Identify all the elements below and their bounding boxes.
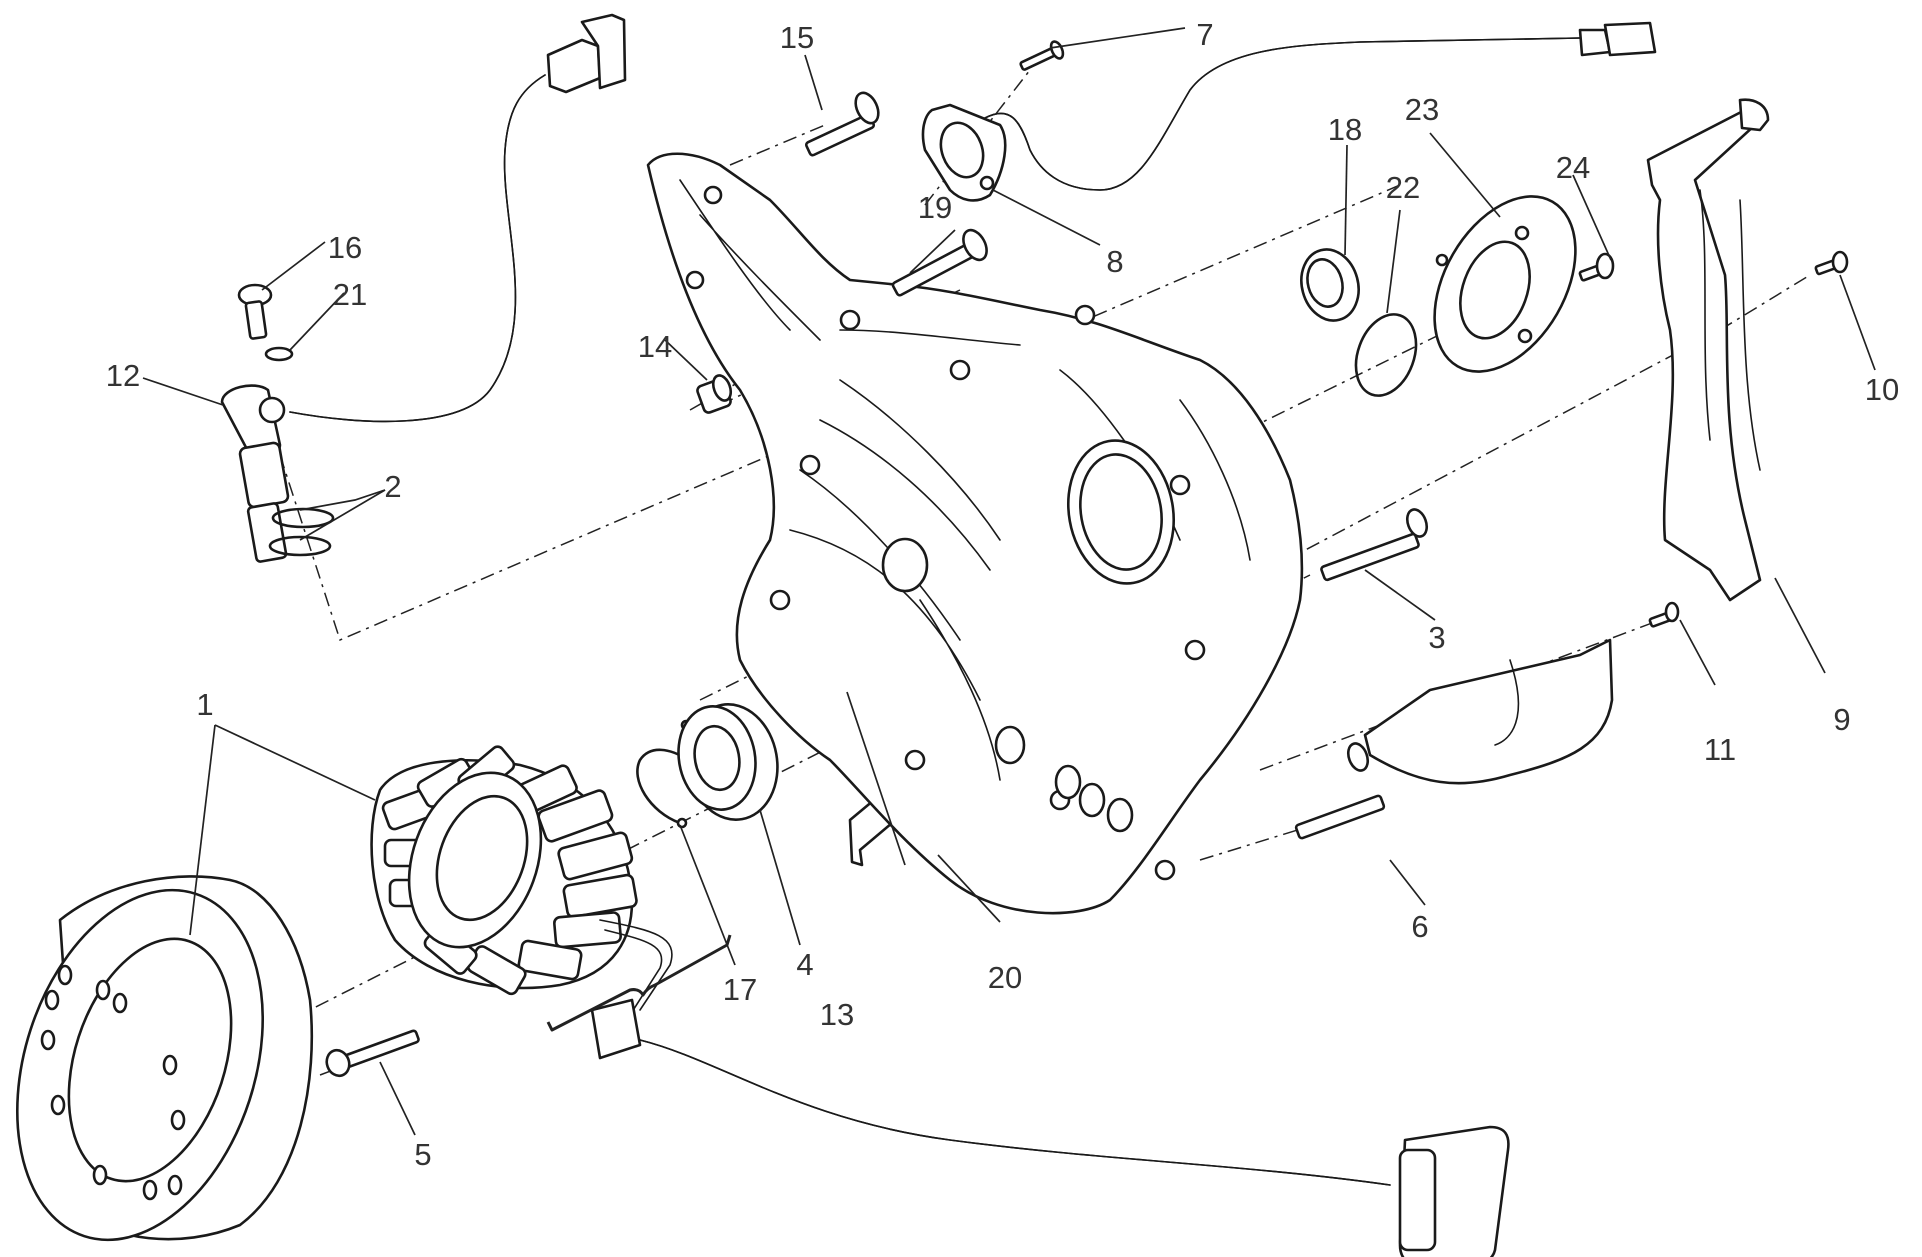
callout-19: 19: [918, 190, 952, 225]
part-22-circlip: [1354, 313, 1418, 397]
callout-12: 12: [106, 358, 140, 393]
part-14-dowel: [696, 374, 733, 414]
callout-16: 16: [328, 230, 362, 265]
part-13-generator-cover: [646, 152, 1304, 915]
part-21-washer: [264, 346, 294, 362]
part-18-oil-seal: [1300, 248, 1360, 322]
callout-labels: 1 2 3 4 5 6 7 8 9 10 11 12 13 14 15 16 1…: [106, 17, 1899, 1172]
part-10-screw: [1814, 250, 1849, 276]
part-1-rotor: [15, 875, 314, 1242]
callout-18: 18: [1328, 112, 1362, 147]
sensor-body: [220, 384, 290, 563]
part-23-plate: [1433, 195, 1577, 373]
axis-bolt-15: [729, 124, 826, 166]
bracket-13: [546, 934, 732, 1032]
callout-10: 10: [1865, 372, 1899, 407]
callout-17: 17: [723, 972, 757, 1007]
part-4-bearing: [677, 703, 779, 821]
part-3-bolt: [1320, 508, 1429, 582]
stator-cable-connector: [1398, 1125, 1510, 1257]
axis-screw-10: [1719, 274, 1811, 331]
part-24-screw: [1578, 252, 1615, 282]
callout-8: 8: [1106, 244, 1123, 279]
part-15-bolt: [805, 91, 880, 157]
callout-9: 9: [1833, 702, 1850, 737]
part-9-bracket: [1646, 98, 1770, 602]
axis-bolt-6: [1199, 819, 1331, 861]
part-1-stator: [370, 745, 1510, 1257]
callout-14: 14: [638, 329, 672, 364]
axis-sensor-to-cover: [264, 184, 1401, 642]
callout-6: 6: [1411, 909, 1428, 944]
part-12-pickup-sensor: [220, 13, 627, 563]
rotor-bolt-holes: [40, 964, 186, 1201]
stator-connector: [590, 998, 642, 1060]
part-16-bolt: [237, 283, 273, 340]
callout-5: 5: [414, 1137, 431, 1172]
callout-15: 15: [780, 20, 814, 55]
sensor-plate-connector: [1578, 21, 1657, 57]
callout-13: 13: [820, 997, 854, 1032]
part-7-screw: [1019, 40, 1065, 71]
callout-3: 3: [1428, 620, 1445, 655]
stator-cable: [639, 1039, 1391, 1186]
callout-22: 22: [1386, 170, 1420, 205]
leader-lines: [142, 27, 1876, 1136]
axis-bracket-9: [1229, 329, 1721, 591]
callout-21: 21: [333, 277, 367, 312]
part-5-bolt: [325, 1029, 420, 1078]
part-6-bolt: [1294, 742, 1386, 840]
callout-24: 24: [1556, 150, 1590, 185]
callout-23: 23: [1405, 92, 1439, 127]
part-11-screw: [1648, 601, 1680, 628]
sensor-connector: [546, 13, 627, 94]
part-19-bolt: [891, 228, 988, 297]
cover-bosses: [994, 725, 1134, 833]
cover-bolt-holes: [685, 185, 1206, 881]
part-8-sensor-plate: [921, 21, 1657, 202]
callout-2: 2: [384, 469, 401, 504]
callout-7: 7: [1196, 17, 1213, 52]
callout-20: 20: [988, 960, 1022, 995]
callout-4: 4: [796, 947, 813, 982]
callout-11: 11: [1704, 732, 1736, 767]
guard-cover: [1363, 638, 1614, 785]
callout-1: 1: [196, 687, 213, 722]
